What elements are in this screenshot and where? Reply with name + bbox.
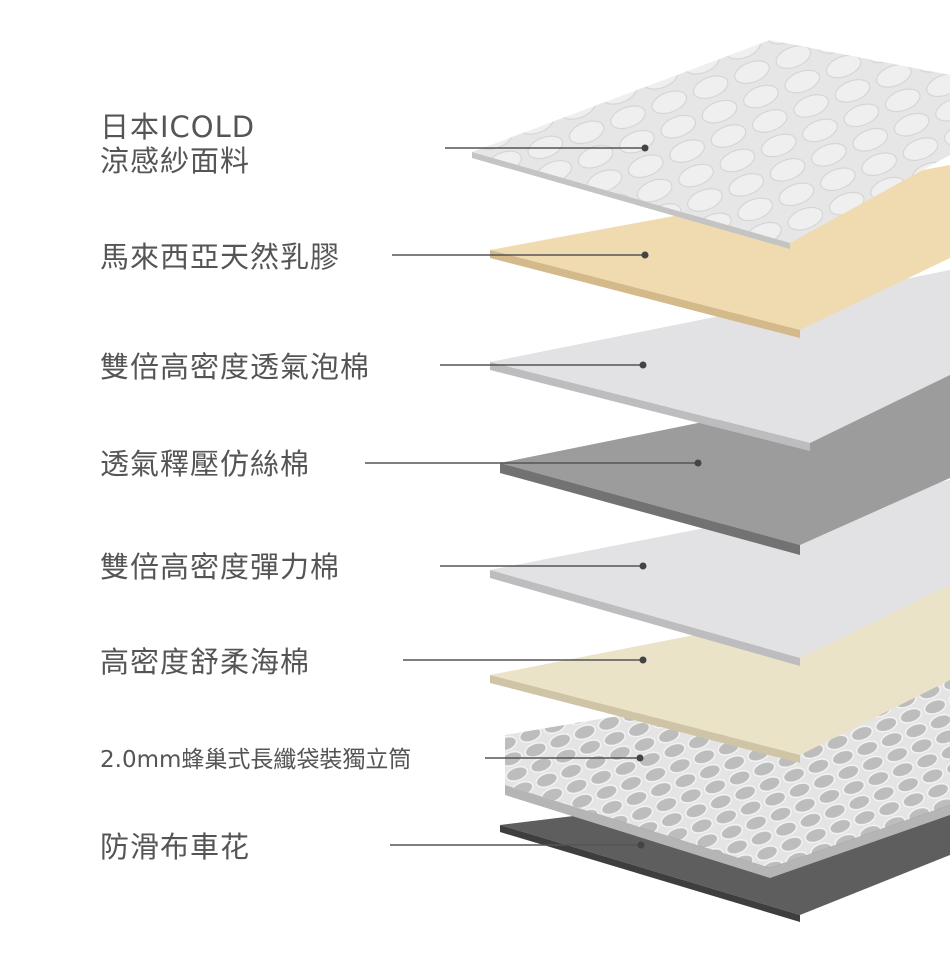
- label-pressure-relief-fiber: 透氣釋壓仿絲棉: [100, 447, 311, 481]
- label-comfort-foam: 高密度舒柔海棉: [100, 645, 311, 679]
- label-line-1: 日本ICOLD: [100, 110, 256, 144]
- label-breathable-foam: 雙倍高密度透氣泡棉: [100, 350, 371, 384]
- label-elastic-foam: 雙倍高密度彈力棉: [100, 550, 341, 584]
- leader-dots: [636, 144, 702, 849]
- label-natural-latex: 馬來西亞天然乳膠: [100, 240, 341, 274]
- layer-icold-fabric: [472, 40, 950, 249]
- label-pocket-springs: 2.0mm蜂巢式長纖袋裝獨立筒: [100, 747, 412, 773]
- label-icold-fabric: 日本ICOLD 涼感紗面料: [100, 110, 255, 178]
- label-line-2: 涼感紗面料: [100, 144, 251, 178]
- leader-lines: [365, 147, 698, 846]
- label-anti-slip-fabric: 防滑布車花: [100, 830, 251, 864]
- layer-breathable-foam: [490, 270, 950, 451]
